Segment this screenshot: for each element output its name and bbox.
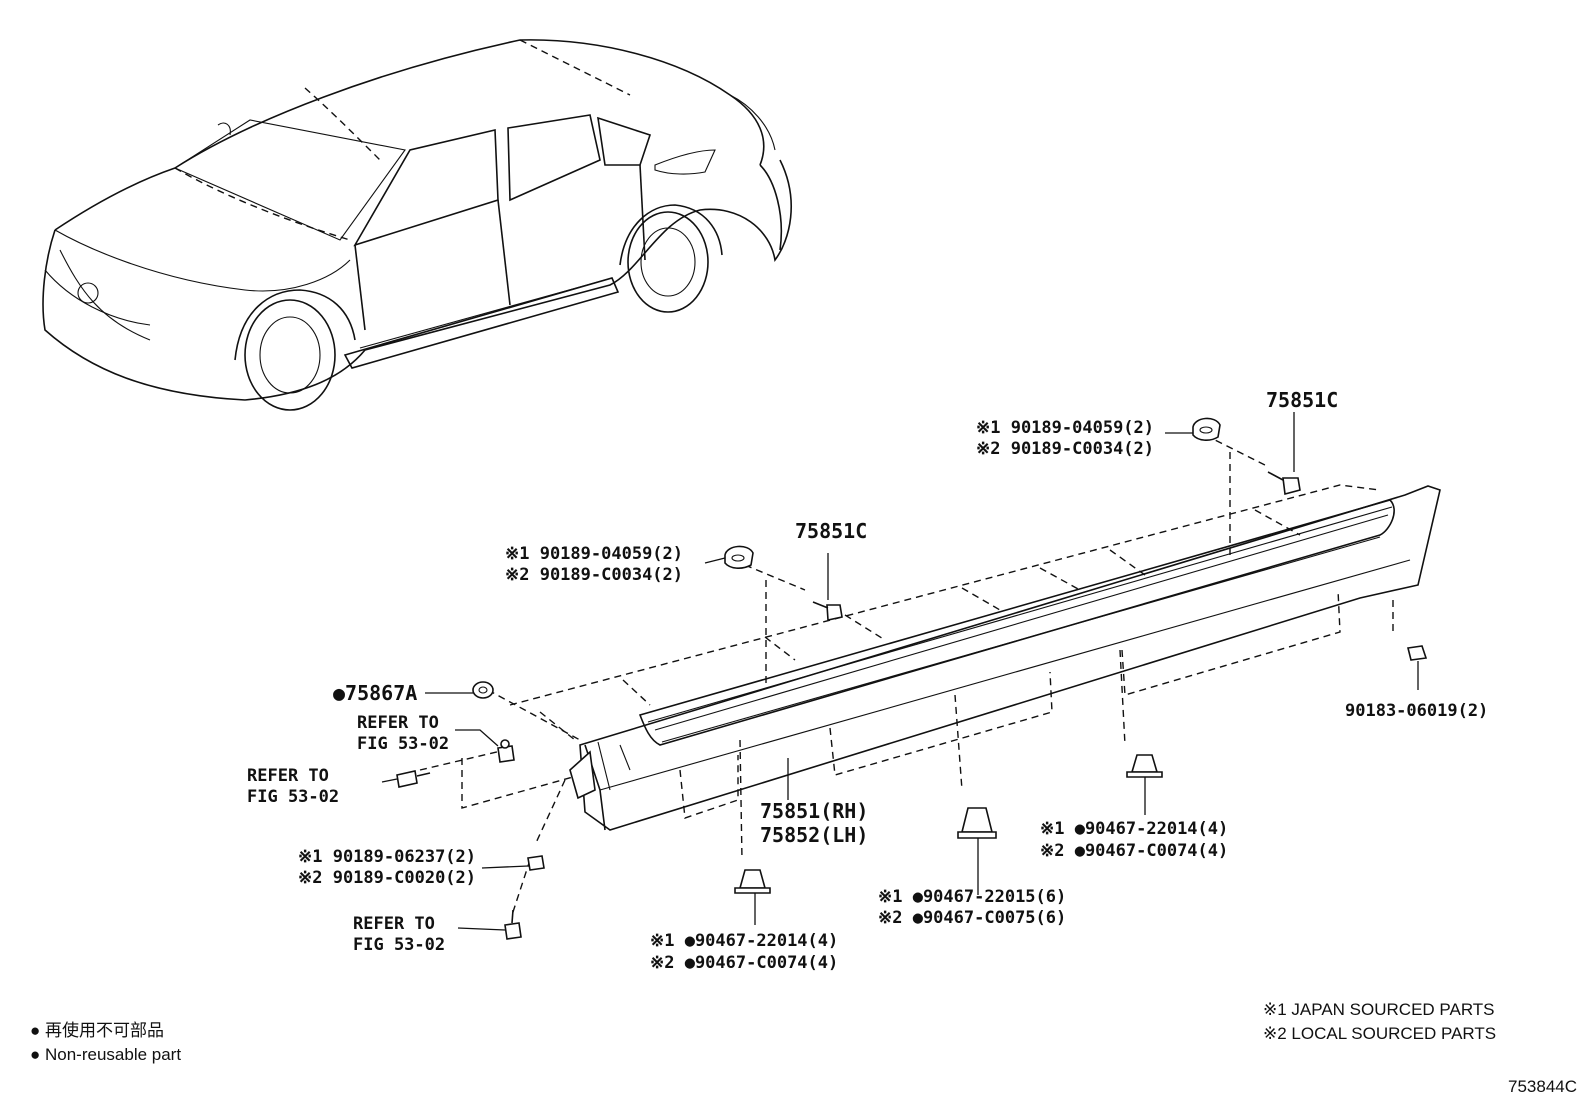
push-clip-icon [1126, 754, 1163, 778]
nut-icon [527, 855, 545, 871]
callout-clip-japan-upper: ※1 90189-04059(2) [976, 418, 1154, 438]
push-clip-icon [734, 869, 771, 894]
callout-grommet: ●75867A [333, 681, 417, 705]
figure-id: 753844C [1508, 1077, 1577, 1096]
callout-refer-2-line1: REFER TO [247, 766, 329, 786]
screw-icon [812, 601, 843, 621]
vehicle-illustration [42, 39, 792, 411]
clip-icon [724, 545, 754, 569]
callout-refer-3-line1: REFER TO [353, 914, 435, 934]
callout-refer-2-line2: FIG 53-02 [247, 787, 339, 807]
grommet-icon [472, 681, 494, 699]
legend-nonreusable-en: ● Non-reusable part [30, 1045, 181, 1064]
assembly-leader-lines [419, 434, 1394, 916]
legend: ● 再使用不可部品 ● Non-reusable part ※1 JAPAN S… [30, 1000, 1496, 1064]
callout-labels: ※1 90189-04059(2) ※2 90189-C0034(2) 7585… [247, 388, 1488, 973]
callout-leaders [381, 412, 1419, 931]
hardware-parts [396, 417, 1428, 940]
bracket-icon [569, 750, 596, 800]
legend-nonreusable-jp: ● 再使用不可部品 [30, 1020, 164, 1040]
callout-nut-local: ※2 90189-C0020(2) [298, 868, 476, 888]
legend-local-sourced: ※2 LOCAL SOURCED PARTS [1263, 1024, 1496, 1043]
callout-refer-1-line2: FIG 53-02 [357, 734, 449, 754]
callout-rocker-rh: 75851(RH) [760, 799, 868, 823]
legend-japan-sourced: ※1 JAPAN SOURCED PARTS [1263, 1000, 1495, 1019]
callout-push-clip-b-japan: ※1 ●90467-22015(6) [878, 887, 1066, 907]
callout-push-clip-c-japan: ※1 ●90467-22014(4) [1040, 819, 1228, 839]
callout-push-clip-a-japan: ※1 ●90467-22014(4) [650, 931, 838, 951]
callout-clip-local-upper: ※2 90189-C0034(2) [976, 439, 1154, 459]
retainer-clip-icon [1407, 645, 1428, 661]
callout-refer-1-line1: REFER TO [357, 713, 439, 733]
callout-push-clip-b-local: ※2 ●90467-C0075(6) [878, 908, 1066, 928]
screw-icon [1267, 471, 1301, 496]
callout-clip-local-mid: ※2 90189-C0034(2) [505, 565, 683, 585]
callout-push-clip-c-local: ※2 ●90467-C0074(4) [1040, 841, 1228, 861]
rocker-panel-molding [579, 485, 1441, 831]
callout-rocker-lh: 75852(LH) [760, 823, 868, 847]
clip-icon [1192, 417, 1221, 441]
callout-push-clip-a-local: ※2 ●90467-C0074(4) [650, 953, 838, 973]
bolt-icon [396, 770, 431, 788]
callout-refer-3-line2: FIG 53-02 [353, 935, 445, 955]
callout-clip-japan-mid: ※1 90189-04059(2) [505, 544, 683, 564]
callout-screw-upper: 75851C [1266, 388, 1338, 412]
bolt-icon [504, 909, 522, 940]
callout-screw-mid: 75851C [795, 519, 867, 543]
callout-nut-japan: ※1 90189-06237(2) [298, 847, 476, 867]
bolt-icon [497, 739, 515, 763]
callout-rear-clip: 90183-06019(2) [1345, 701, 1488, 721]
push-clip-icon [957, 807, 997, 839]
